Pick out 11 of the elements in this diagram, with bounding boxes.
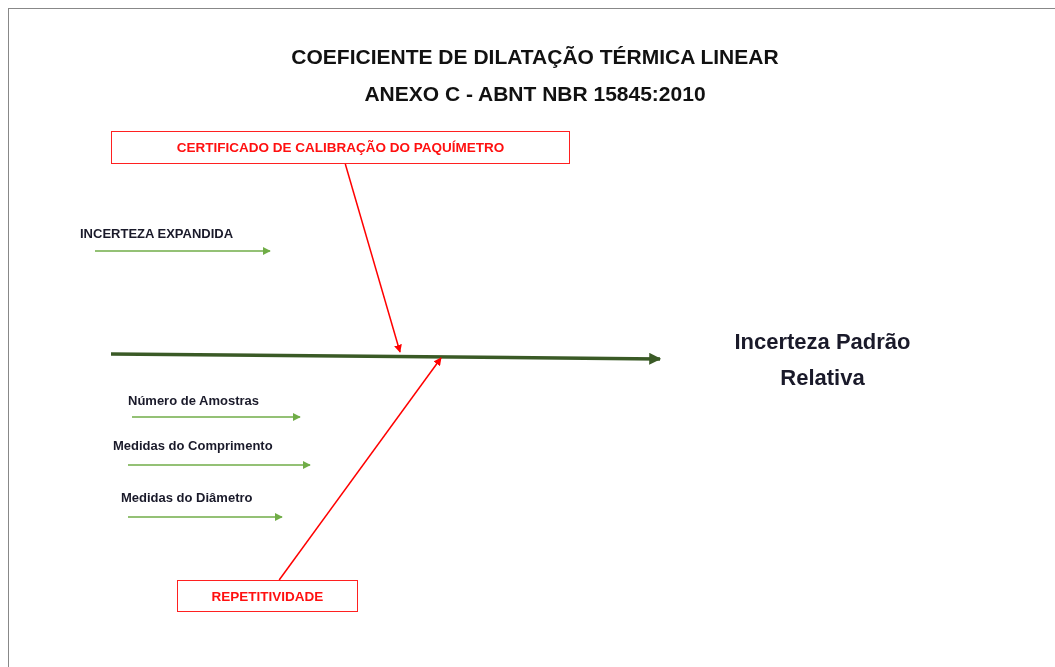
cause-label: Medidas do Diâmetro xyxy=(121,490,253,505)
title: COEFICIENTE DE DILATAÇÃO TÉRMICA LINEAR ANEXO C - ABNT NBR 15845:2010 xyxy=(290,44,780,107)
spine-arrow xyxy=(111,352,662,365)
arrow xyxy=(344,163,402,353)
cause-box: CERTIFICADO DE CALIBRAÇÃO DO PAQUÍMETRO xyxy=(111,131,570,164)
cause-label: INCERTEZA EXPANDIDA xyxy=(80,226,234,241)
cause-label: Número de Amostras xyxy=(128,393,259,408)
arrow xyxy=(278,357,442,581)
cause-label: Medidas do Comprimento xyxy=(113,438,273,453)
effect-label: Incerteza Padrão Relativa xyxy=(690,322,955,398)
cause-box: REPETITIVIDADE xyxy=(177,580,358,612)
